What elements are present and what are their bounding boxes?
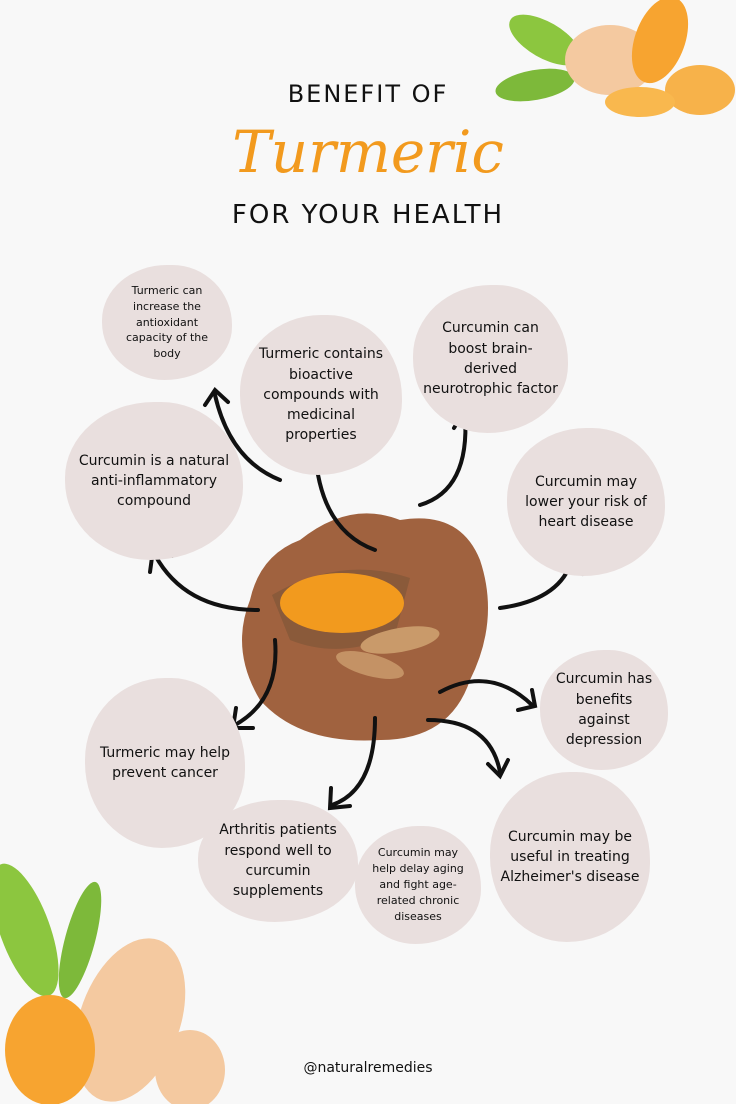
benefit-antioxidant: Turmeric can increase the antioxidant ca… (102, 265, 232, 380)
footer-handle: @naturalremedies (303, 1060, 433, 1076)
benefit-arthritis: Arthritis patients respond well to curcu… (198, 800, 358, 922)
turmeric-root-top-decoration (495, 0, 735, 117)
turmeric-root-bottom-decoration (0, 863, 225, 1104)
arrows (148, 386, 585, 811)
benefit-heart: Curcumin may lower your risk of heart di… (507, 428, 665, 576)
benefit-alzheimers: Curcumin may be useful in treating Alzhe… (490, 772, 650, 942)
benefit-aging: Curcumin may help delay aging and fight … (355, 826, 481, 944)
title-turmeric: Turmeric (232, 118, 504, 186)
benefit-anti-inflammatory: Curcumin is a natural anti-inflammatory … (65, 402, 243, 560)
benefit-depression: Curcumin has benefits against depression (540, 650, 668, 770)
title-line-1: BENEFIT OF (287, 80, 449, 108)
turmeric-bowl-image (272, 569, 440, 679)
benefit-bioactive: Turmeric contains bioactive compounds wi… (240, 315, 402, 475)
title-line-3: FOR YOUR HEALTH (231, 200, 505, 230)
benefit-brain: Curcumin can boost brain-derived neurotr… (413, 285, 568, 433)
